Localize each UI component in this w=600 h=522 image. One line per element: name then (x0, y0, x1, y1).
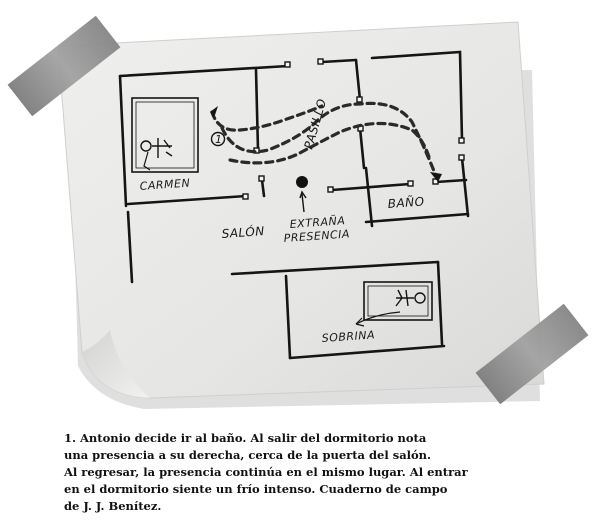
label-carmen: CARMEN (139, 176, 190, 192)
floor-plan-sketch: 1 PASILLO CARMEN SALÓN EXTRAÑA PRESENCIA… (7, 15, 589, 409)
route-arrow-start (210, 106, 218, 118)
label-salon: SALÓN (221, 223, 265, 241)
bed-carmen (131, 97, 199, 173)
caption-line: Al regresar, la presencia continúa en el… (64, 465, 468, 479)
route-number: 1 (215, 133, 223, 146)
label-bano: BAÑO (387, 193, 425, 211)
route-arrow-end (430, 172, 442, 182)
presence-dot (296, 176, 308, 188)
tape-top-left (7, 15, 121, 117)
caption-line: una presencia a su derecha, cerca de la … (64, 448, 432, 462)
door-markers (242, 58, 465, 200)
tape-bottom-right (475, 303, 589, 405)
label-sobrina: SOBRINA (321, 328, 375, 345)
number-circle (210, 131, 226, 147)
caption-line: en el dormitorio siente un frío intenso.… (64, 482, 448, 496)
caption-line: 1. Antonio decide ir al baño. Al salir d… (64, 431, 427, 445)
bed-sobrina (355, 281, 433, 327)
figure-caption: 1. Antonio decide ir al baño. Al salir d… (64, 430, 564, 515)
paper-curl (82, 330, 150, 398)
label-presencia: PRESENCIA (283, 227, 350, 245)
caption-line: de J. J. Benítez. (64, 499, 162, 513)
label-extrana: EXTRAÑA (289, 214, 345, 231)
paper-sheet (57, 21, 545, 399)
presence-arrow (299, 190, 307, 213)
route-path (210, 101, 438, 178)
walls (118, 50, 470, 360)
